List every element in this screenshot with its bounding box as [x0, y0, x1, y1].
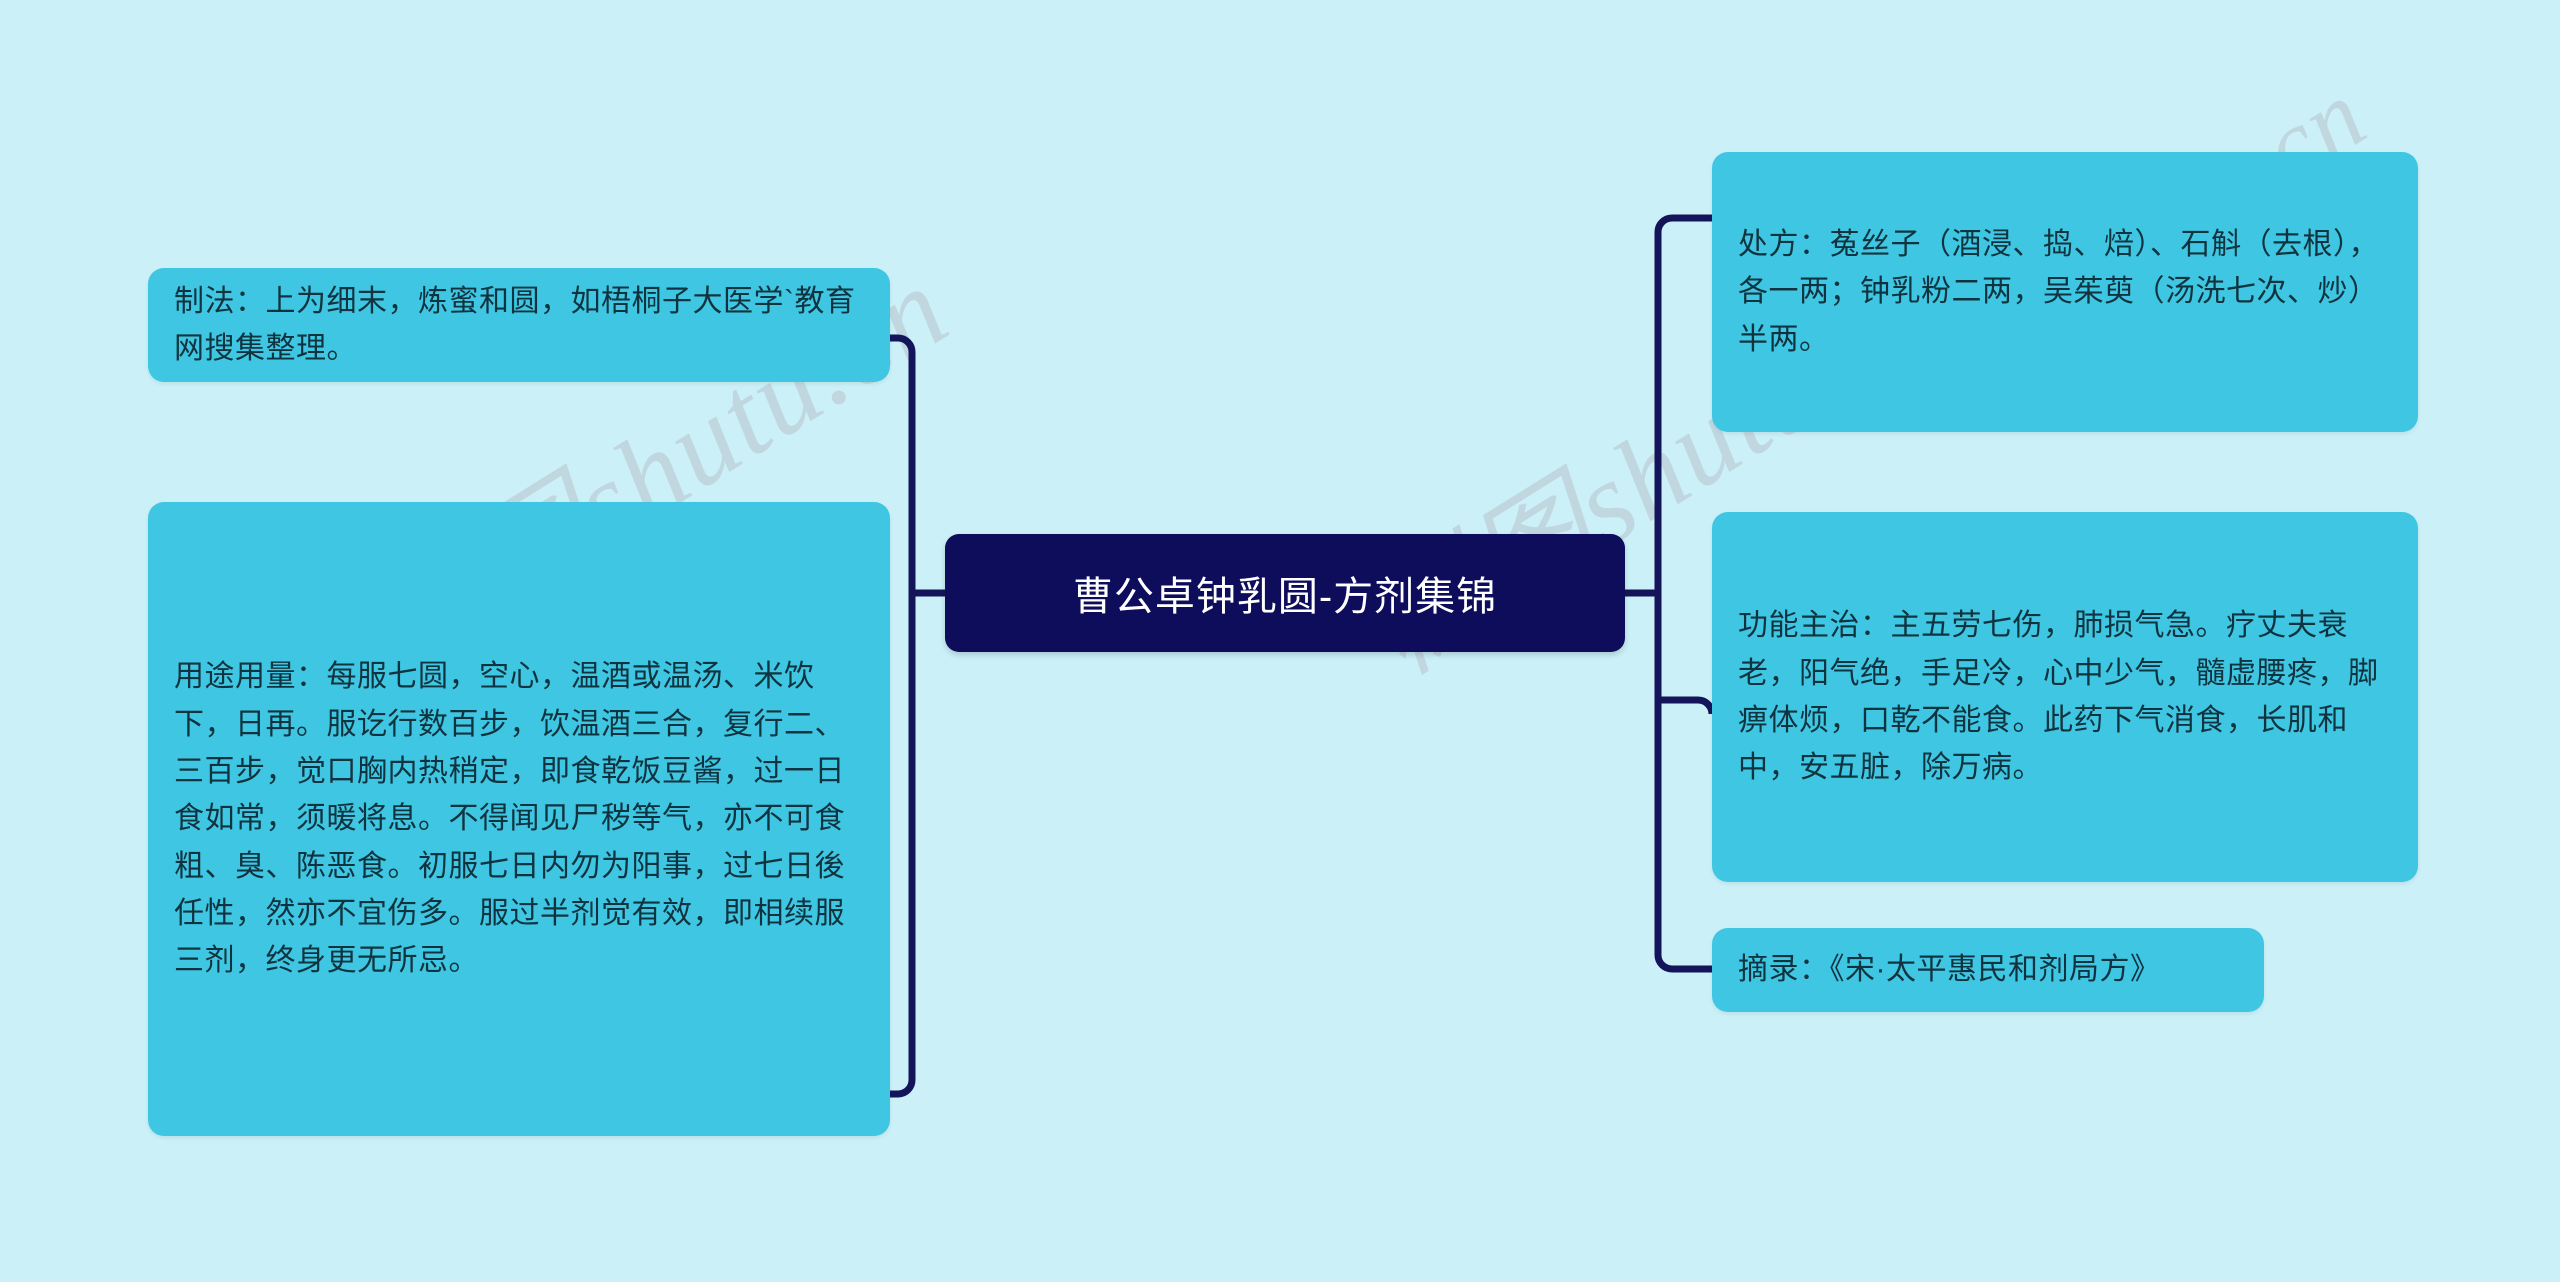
branch-node-gongneng-zhuzhi[interactable]: 功能主治：主五劳七伤，肺损气急。疗丈夫衰老，阳气绝，手足冷，心中少气，髓虚腰疼，… [1712, 512, 2418, 882]
branch-node-zhifa[interactable]: 制法：上为细末，炼蜜和圆，如梧桐子大医学`教育网搜集整理。 [148, 268, 890, 382]
branch-node-yongtu-yongliang[interactable]: 用途用量：每服七圆，空心，温酒或温汤、米饮下，日再。服讫行数百步，饮温酒三合，复… [148, 502, 890, 1136]
branch-node-zhailu-label: 摘录：《宋·太平惠民和剂局方》 [1738, 953, 2161, 987]
root-node[interactable]: 曹公卓钟乳圆-方剂集锦 [945, 534, 1625, 652]
branch-node-zhailu[interactable]: 摘录：《宋·太平惠民和剂局方》 [1712, 928, 2264, 1012]
branch-node-gongneng-zhuzhi-label: 功能主治：主五劳七伤，肺损气急。疗丈夫衰老，阳气绝，手足冷，心中少气，髓虚腰疼，… [1738, 609, 2379, 785]
branch-node-chufang-label: 处方：菟丝子（酒浸、捣、焙）、石斛（去根），各一两；钟乳粉二两，吴茱萸（汤洗七次… [1738, 227, 2379, 356]
branch-node-yongtu-yongliang-label: 用途用量：每服七圆，空心，温酒或温汤、米饮下，日再。服讫行数百步，饮温酒三合，复… [174, 660, 845, 978]
branch-node-zhifa-label: 制法：上为细末，炼蜜和圆，如梧桐子大医学`教育网搜集整理。 [174, 284, 856, 365]
branch-node-chufang[interactable]: 处方：菟丝子（酒浸、捣、焙）、石斛（去根），各一两；钟乳粉二两，吴茱萸（汤洗七次… [1712, 152, 2418, 432]
root-node-label: 曹公卓钟乳圆-方剂集锦 [1072, 575, 1498, 619]
